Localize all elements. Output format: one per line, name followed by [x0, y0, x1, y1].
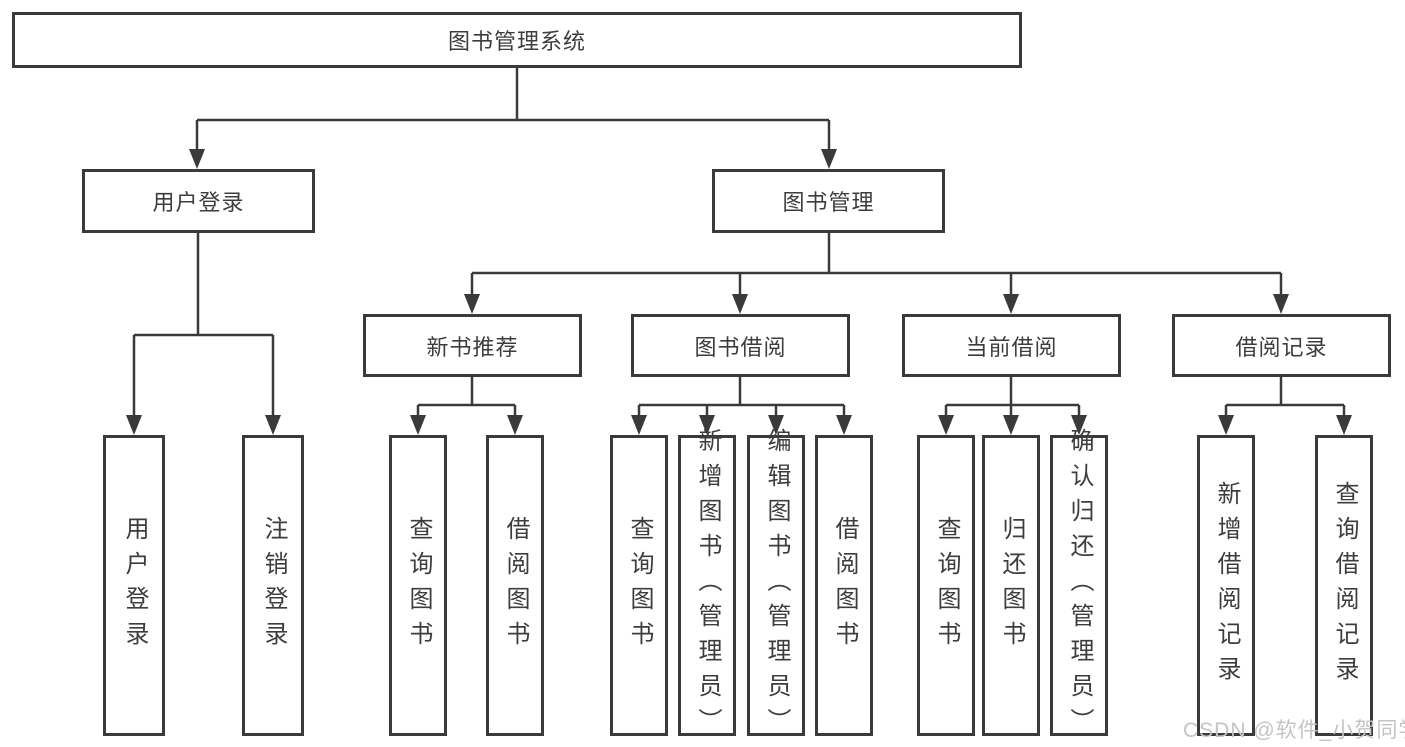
node-root-label: 图书管理系统	[447, 29, 586, 54]
connector-mgmt-to-level3	[470, 233, 1283, 295]
leaf-current-return-books-label: 归还图书	[998, 515, 1025, 656]
leaf-current-confirm-return-admin: 确认归还（管理员）	[1050, 428, 1108, 743]
arrowhead-login-leaf	[126, 415, 142, 435]
leaf-user-login: 用户登录	[103, 435, 165, 736]
arrowhead-bor-edit	[768, 415, 784, 435]
leaf-borrow-edit-books-admin: 编辑图书（管理员）	[747, 428, 805, 743]
leaf-borrow-borrow-books: 借阅图书	[815, 435, 873, 736]
leaf-recommend-query-books: 查询图书	[389, 435, 447, 736]
leaf-current-query-books: 查询图书	[917, 435, 975, 736]
leaf-logout-label: 注销登录	[260, 515, 287, 656]
leaf-recommend-borrow-books: 借阅图书	[486, 435, 544, 736]
connector-root-to-level2	[195, 68, 831, 150]
node-book-management-label: 图书管理	[782, 190, 875, 215]
node-new-book-recommendation-label: 新书推荐	[426, 334, 519, 360]
node-current-borrowing-label: 当前借阅	[965, 334, 1058, 360]
node-user-login: 用户登录	[82, 169, 315, 233]
arrowhead-logout-leaf	[265, 415, 281, 435]
arrowhead-rec-add-record	[1218, 415, 1234, 435]
csdn-watermark: CSDN @软件_小贺同学	[1183, 719, 1405, 742]
connector-current-to-leaves	[944, 377, 1081, 416]
node-new-book-recommendation: 新书推荐	[363, 314, 582, 377]
arrowhead-current	[1003, 294, 1019, 314]
arrowhead-cur-confirm	[1071, 415, 1087, 435]
arrowhead-records	[1273, 294, 1289, 314]
arrowhead-rec-query-record	[1336, 415, 1352, 435]
arrowhead-bor-query	[631, 415, 647, 435]
arrowhead-rec-query	[410, 415, 426, 435]
arrowhead-cur-return	[1003, 415, 1019, 435]
leaf-borrow-edit-books-admin-label: 编辑图书（管理员）	[763, 428, 790, 743]
node-book-borrowing-label: 图书借阅	[694, 334, 787, 360]
node-current-borrowing: 当前借阅	[902, 314, 1121, 377]
leaf-current-confirm-return-admin-label: 确认归还（管理员）	[1066, 428, 1093, 743]
leaf-recommend-borrow-books-label: 借阅图书	[502, 515, 529, 656]
node-root-system: 图书管理系统	[12, 12, 1022, 68]
arrowhead-cur-query	[938, 415, 954, 435]
leaf-logout: 注销登录	[242, 435, 304, 736]
leaf-borrow-add-books-admin: 新增图书（管理员）	[678, 428, 736, 743]
arrowhead-borrowing	[732, 294, 748, 314]
node-book-management: 图书管理	[712, 169, 945, 233]
arrowhead-bor-add	[699, 415, 715, 435]
leaf-user-login-label: 用户登录	[121, 515, 148, 656]
node-book-borrowing: 图书借阅	[631, 314, 850, 377]
leaf-records-add-record-label: 新增借阅记录	[1213, 480, 1240, 691]
leaf-current-query-books-label: 查询图书	[933, 515, 960, 656]
leaf-records-add-record: 新增借阅记录	[1197, 435, 1255, 736]
connector-records-to-leaves	[1224, 377, 1346, 416]
leaf-records-query-record: 查询借阅记录	[1315, 435, 1373, 736]
arrowhead-recommend	[464, 294, 480, 314]
leaf-recommend-query-books-label: 查询图书	[405, 515, 432, 656]
leaf-borrow-borrow-books-label: 借阅图书	[831, 515, 858, 656]
leaf-current-return-books: 归还图书	[982, 435, 1040, 736]
node-borrowing-records-label: 借阅记录	[1235, 334, 1328, 360]
node-user-login-label: 用户登录	[152, 190, 245, 215]
arrowhead-user-login	[189, 149, 205, 169]
leaf-borrow-query-books: 查询图书	[610, 435, 668, 736]
node-borrowing-records: 借阅记录	[1172, 314, 1391, 377]
leaf-borrow-query-books-label: 查询图书	[626, 515, 653, 656]
arrowhead-rec-borrow	[507, 415, 523, 435]
leaf-records-query-record-label: 查询借阅记录	[1331, 480, 1358, 691]
arrowhead-bor-borrow	[836, 415, 852, 435]
arrowhead-book-management	[821, 149, 837, 169]
leaf-borrow-add-books-admin-label: 新增图书（管理员）	[694, 428, 721, 743]
connector-login-to-leaves	[132, 233, 275, 416]
connector-borrowing-to-leaves	[637, 377, 846, 416]
connector-recommend-to-leaves	[416, 377, 517, 416]
